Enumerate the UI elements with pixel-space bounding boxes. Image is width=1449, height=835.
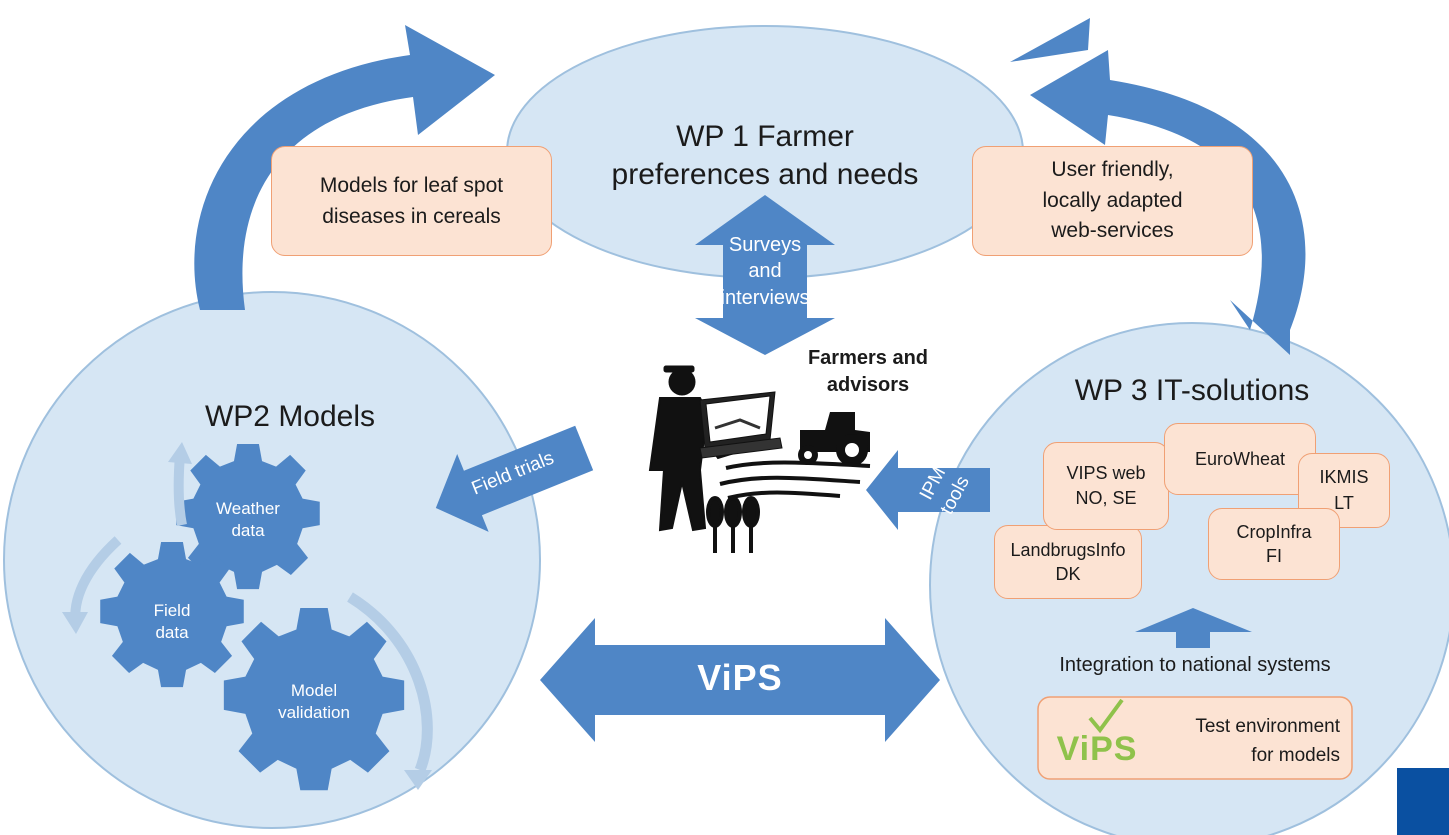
- leaf-spot-line1: Models for leaf spot: [319, 173, 504, 197]
- cycle-arrowhead-left: [62, 612, 88, 634]
- vips-logo-center: ViPS: [675, 655, 805, 700]
- web-services-line2: locally adapted: [1042, 188, 1183, 212]
- farmers-line2: advisors: [826, 374, 910, 396]
- landbrugsinfo-line1: LandbrugsInfo: [1010, 539, 1126, 560]
- wp3-title: WP 3 IT-solutions: [1074, 374, 1310, 407]
- vips-web-line1: VIPS web: [1066, 462, 1146, 483]
- test-env-line2: for models: [1251, 745, 1340, 767]
- cycle-arrowhead-right: [404, 770, 432, 790]
- surveys-line3: interviews: [720, 286, 810, 309]
- test-env-box: [1037, 696, 1353, 780]
- leaf-spot-box: Models for leaf spot diseases in cereals: [271, 146, 552, 256]
- wp1-title: WP 1 Farmer preferences and needs: [565, 118, 965, 193]
- field-line2: data: [155, 623, 189, 643]
- landbrugsinfo-line2: DK: [1055, 564, 1081, 584]
- web-services-box: User friendly, locally adapted web-servi…: [972, 146, 1253, 256]
- web-services-line1: User friendly,: [1051, 158, 1174, 182]
- test-env-text: Test environment for models: [1150, 712, 1340, 771]
- eurowheat-text: EuroWheat: [1194, 448, 1286, 469]
- ikmis-line1: IKMIS: [1319, 467, 1369, 488]
- model-line2: validation: [278, 703, 350, 723]
- weather-gear-label: Weather data: [203, 498, 293, 542]
- ipm-tools-arrow: [866, 450, 990, 530]
- corner-block: [1397, 768, 1449, 835]
- field-trials-arrow: [435, 425, 594, 532]
- model-line1: Model: [290, 681, 338, 700]
- weather-line1: Weather: [216, 499, 280, 518]
- surveys-arrow: [695, 195, 835, 355]
- wheat-icon: [706, 496, 760, 553]
- tractor-icon: [719, 412, 871, 500]
- cropinfra-box: CropInfra FI: [1208, 508, 1340, 580]
- vips-web-box: VIPS web NO, SE: [1043, 442, 1169, 530]
- leaf-spot-line2: diseases in cereals: [322, 205, 501, 228]
- cropinfra-line1: CropInfra: [1236, 521, 1312, 542]
- wp1-title-line1: WP 1 Farmer: [676, 120, 854, 153]
- wp1-title-line2: preferences and needs: [611, 157, 919, 191]
- farmers-line1: Farmers and: [807, 347, 929, 369]
- curved-arrow-top-right: [1030, 50, 1306, 355]
- field-line1: Field: [153, 601, 191, 620]
- cropinfra-line2: FI: [1265, 546, 1282, 566]
- curved-arrow-top-right-tail: [1010, 18, 1090, 62]
- eurowheat-box: EuroWheat: [1164, 423, 1316, 495]
- landbrugsinfo-box: LandbrugsInfo DK: [994, 525, 1142, 599]
- cycle-arrowhead-top: [168, 442, 192, 464]
- weather-line2: data: [231, 521, 265, 541]
- vips-double-arrow: [540, 618, 940, 742]
- model-gear-label: Model validation: [259, 680, 369, 724]
- wp2-title: WP2 Models: [204, 400, 376, 433]
- curved-arrow-top-left: [194, 25, 495, 310]
- farmers-label: Farmers and advisors: [778, 345, 958, 399]
- ikmis-line2: LT: [1334, 492, 1354, 513]
- surveys-line1: Surveys: [728, 234, 802, 256]
- test-env-line1: Test environment: [1195, 716, 1340, 737]
- integration-label: Integration to national systems: [1059, 654, 1331, 676]
- field-gear-label: Field data: [127, 600, 217, 644]
- vips-web-line2: NO, SE: [1075, 488, 1137, 508]
- test-env-logo-text: ViPS: [1056, 730, 1138, 768]
- web-services-line3: web-services: [1051, 219, 1174, 243]
- vips-logo-text: ViPS: [697, 657, 783, 698]
- farmer-icon: [648, 365, 783, 532]
- surveys-label: Surveys and interviews: [700, 232, 830, 311]
- integration-up-arrow: [1135, 608, 1252, 648]
- cycle-arrow-right: [347, 592, 433, 773]
- test-env-logo-checkmark: [1088, 698, 1124, 734]
- cycle-arrow-top: [173, 454, 187, 526]
- test-env-logo: ViPS: [1042, 728, 1152, 771]
- surveys-line2: and: [748, 260, 782, 283]
